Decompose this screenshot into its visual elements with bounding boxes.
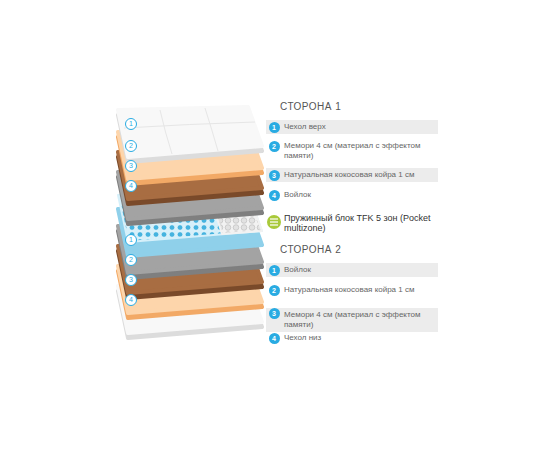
callout-number: 3 [125, 160, 137, 172]
list-number: 4 [269, 333, 280, 344]
layer-name: Войлок [284, 190, 434, 200]
layer-name: Войлок [266, 263, 438, 277]
side-heading: СТОРОНА 1 [280, 101, 341, 113]
spring-block-icon [267, 215, 281, 229]
list-band: Чехол верх [266, 120, 438, 134]
layer-name: Натуральная кокосовая койра 1 см [284, 285, 434, 295]
list-number: 3 [269, 170, 280, 181]
side-heading: СТОРОНА 2 [280, 244, 341, 256]
list-number: 2 [269, 141, 280, 152]
callout-number: 4 [125, 294, 137, 306]
list-number: 3 [269, 308, 280, 319]
list-number: 1 [269, 265, 280, 276]
layer-name: Мемори 4 см (материал с эффектом памяти) [284, 141, 434, 161]
list-band: Натуральная кокосовая койра 1 см [266, 168, 438, 182]
list-band: Войлок [266, 263, 438, 277]
callout-number: 2 [125, 254, 137, 266]
cover-top-layer [118, 107, 262, 162]
layer-name: Мемори 4 см (материал с эффектом памяти) [266, 308, 438, 332]
list-number: 2 [269, 285, 280, 296]
layer-name: Чехол верх [266, 120, 438, 134]
list-number: 4 [269, 190, 280, 201]
callout-number: 2 [125, 140, 137, 152]
callout-number: 4 [125, 180, 137, 192]
callout-number: 3 [125, 274, 137, 286]
spring-block-name: Пружинный блок TFK 5 зон (Pocket multizo… [284, 213, 436, 233]
layer-name: Чехол низ [284, 333, 434, 343]
layer-name: Натуральная кокосовая койра 1 см [266, 168, 438, 182]
list-band: Мемори 4 см (материал с эффектом памяти) [266, 308, 438, 332]
callout-number: 1 [125, 234, 137, 246]
callout-number: 1 [125, 118, 137, 130]
list-number: 1 [269, 122, 280, 133]
